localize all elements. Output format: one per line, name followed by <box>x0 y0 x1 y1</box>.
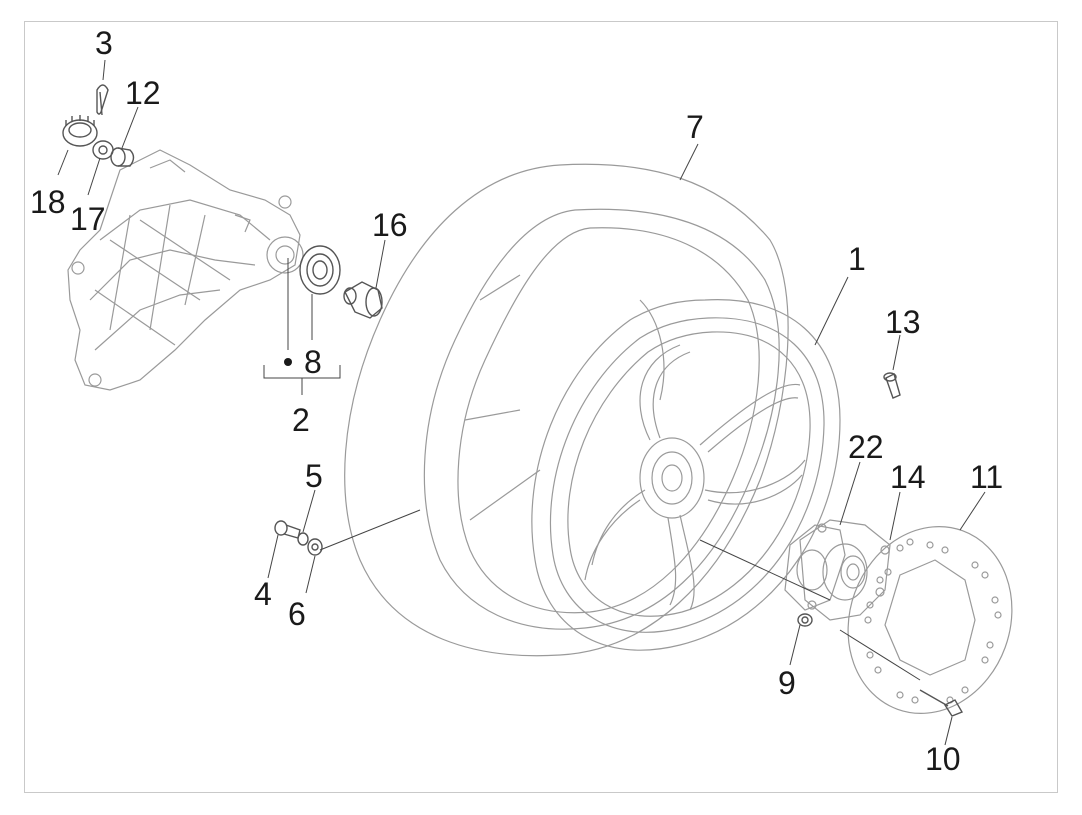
callout-8: 8 <box>304 344 322 380</box>
callout-9: 9 <box>778 665 796 701</box>
washer-6 <box>307 538 323 556</box>
diagram-frame <box>24 21 1058 793</box>
disc-holes <box>864 538 1002 704</box>
bushing <box>343 281 383 319</box>
hub-flange <box>799 519 891 621</box>
hub-gasket <box>784 524 846 611</box>
castle-nut <box>62 115 98 147</box>
callout-5: 5 <box>305 458 323 494</box>
callout-labels: 3 12 18 17 7 16 1 13 8 2 22 14 11 5 4 6 … <box>30 25 1003 777</box>
callout-17: 17 <box>70 201 106 237</box>
callout-18: 18 <box>30 184 66 220</box>
callout-10: 10 <box>925 741 961 777</box>
callout-13: 13 <box>885 304 921 340</box>
callout-14: 14 <box>890 459 926 495</box>
callout-11: 11 <box>970 459 1003 495</box>
tyre <box>344 163 789 657</box>
washer-17 <box>92 140 114 160</box>
callout-3: 3 <box>95 25 113 61</box>
callout-1: 1 <box>848 241 866 277</box>
nut-9 <box>797 613 813 627</box>
callout-12: 12 <box>125 75 161 111</box>
callout-2: 2 <box>292 402 310 438</box>
bolt-4 <box>274 520 301 539</box>
bolt-10 <box>919 689 964 717</box>
swing-arm-bracket <box>67 149 304 391</box>
callout-4: 4 <box>254 576 272 612</box>
callout-16: 16 <box>372 207 408 243</box>
wheel-rim <box>531 299 841 651</box>
leader-lines <box>57 59 986 746</box>
tyre-valve <box>883 372 901 399</box>
cotter-pin <box>96 84 109 116</box>
bearing <box>299 245 341 295</box>
callout-7: 7 <box>686 109 704 145</box>
callout-6: 6 <box>288 596 306 632</box>
washer-5 <box>297 532 309 546</box>
callout-22: 22 <box>848 429 884 465</box>
spacer-12 <box>110 147 135 167</box>
bullet-dot <box>284 358 292 366</box>
brake-disc <box>847 526 1013 714</box>
